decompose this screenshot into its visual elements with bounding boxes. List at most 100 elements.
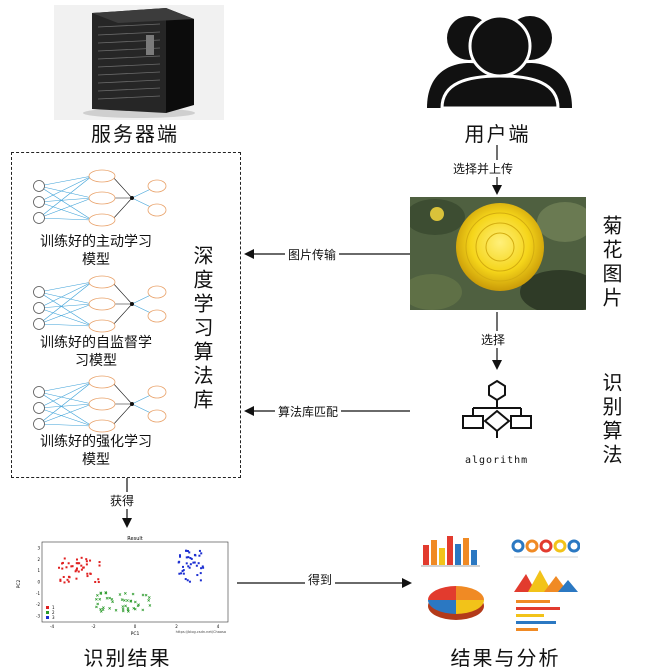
donut-row-icon [511,539,580,558]
scatter-point [108,606,111,610]
edge-label-algo-match: 算法库匹配 [275,403,342,420]
scatter-point [76,567,79,570]
scatter-point [66,578,69,581]
scatter-point [129,600,133,603]
side-label-flower-image: 菊花图片 [599,215,623,311]
scatter-point [120,598,124,601]
pie-chart-icon [428,586,484,620]
scatter-point [147,599,151,602]
scatter-point [127,610,130,613]
algorithm-caption: algorithm [465,455,529,466]
edge-label-select: 选择 [478,331,509,348]
area-chart-icon [514,570,578,592]
scatter-point [114,608,118,612]
scatter-point [185,549,188,552]
edge-label-get: 得到 [305,571,336,588]
scatter-point [186,550,189,553]
scatter-point [181,570,184,573]
scatter-point [94,580,97,583]
scatter-title: Result [127,536,142,542]
deep-learning-library-box [11,152,241,478]
scatter-point [182,569,185,572]
scatter-point [192,561,195,564]
scatter-point [180,572,183,575]
scatter-point [74,570,77,573]
users-icon [412,8,587,108]
scatter-point [98,561,101,564]
scatter-point [61,567,64,570]
scatter-point [181,565,184,568]
scatter-point [85,563,88,566]
edge-label-image-transfer: 图片传输 [285,246,340,263]
model-label-active: 训练好的主动学习模型 [40,234,152,268]
scatter-point [131,592,135,596]
scatter-point [76,562,79,565]
scatter-point [67,580,70,583]
scatter-point [186,579,189,582]
server-label: 服务器端 [91,122,179,146]
algorithm-icon [455,378,540,440]
scatter-point [99,592,103,596]
scatter-point [121,605,125,608]
scatter-xtick-label: 4 [217,624,220,629]
scatter-point [200,567,203,570]
scatter-point [58,566,61,569]
scatter-point [98,597,102,601]
scatter-point [202,566,205,569]
scatter-legend-swatch [46,606,49,609]
scatter-legend-label: 2 [52,610,55,615]
scatter-point [102,606,105,609]
scatter-xlabel: PC1 [131,631,140,637]
bar-chart-icon [421,536,480,567]
scatter-point [67,562,70,565]
scatter-point [98,564,101,567]
flower-image [410,197,586,310]
scatter-point [198,549,201,552]
network-diagram-reinforcement [33,375,167,433]
scatter-point [199,579,202,582]
scatter-point [75,568,78,571]
scatter-point [188,566,191,569]
scatter-point [121,609,125,613]
scatter-point [196,574,199,577]
scatter-point [148,604,152,607]
scatter-ytick-label: 1 [37,568,40,573]
scatter-legend-label: 1 [52,605,55,610]
scatter-point [137,603,140,607]
horizontal-bars-icon [516,600,560,631]
scatter-point [188,551,191,554]
analysis-infographic [418,530,580,636]
scatter-point [178,554,181,557]
scatter-legend: 123 [46,605,55,620]
scatter-points [58,549,205,613]
scatter-ytick-label: -2 [36,602,40,607]
scatter-ytick-label: 2 [37,557,40,562]
scatter-point [189,557,192,560]
scatter-point [200,552,203,555]
scatter-point [80,556,83,559]
scatter-point [96,602,100,606]
scatter-ytick-label: -1 [36,591,40,596]
scatter-point [97,578,100,581]
scatter-point [75,558,78,561]
edge-label-obtain: 获得 [107,492,138,509]
scatter-point [85,560,88,563]
scatter-point [185,556,188,559]
scatter-point [67,575,70,578]
scatter-point [188,580,191,583]
scatter-point [108,596,111,600]
scatter-point [123,599,126,602]
scatter-point [141,593,145,597]
scatter-point [126,599,129,602]
scatter-point [85,558,88,561]
scatter-xtick-label: -4 [50,624,54,629]
scatter-point [189,563,192,566]
scatter-point [75,562,78,565]
scatter-point [77,570,80,573]
scatter-legend-swatch [46,616,49,619]
scatter-point [78,562,81,565]
scatter-point [144,593,148,597]
scatter-point [190,557,193,560]
scatter-point [71,565,74,568]
scatter-point [199,572,202,575]
